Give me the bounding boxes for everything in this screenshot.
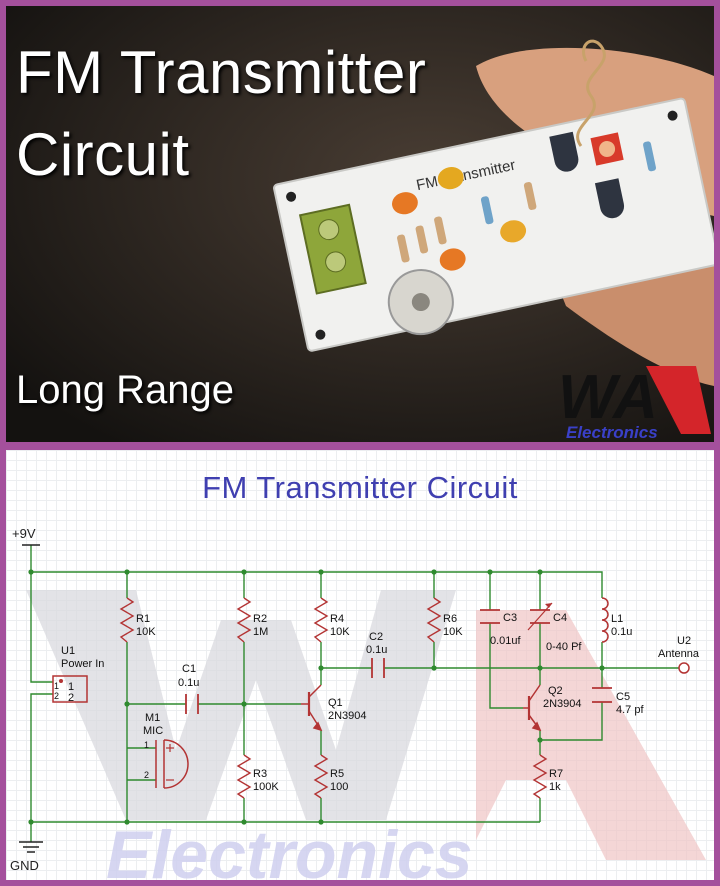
r6-ref: R6 [443, 613, 457, 625]
junctions [28, 569, 605, 825]
c5-ref: C5 [616, 691, 630, 703]
resistor-symbols [119, 597, 548, 799]
brand-logo: WA Electronics [558, 363, 711, 442]
r1-symbol [119, 597, 135, 643]
c2-value: 0.1u [366, 644, 387, 656]
ground-symbol: GND [10, 841, 43, 873]
ground-label: GND [10, 858, 39, 873]
c3-value: 0.01uf [490, 635, 522, 647]
q2-symbol [523, 684, 542, 732]
q1-symbol [301, 684, 323, 732]
schematic-panel: Electronics FM Transmitter Circuit [6, 450, 714, 880]
logo-word: Electronics [566, 423, 658, 442]
m1-pin1: 1 [144, 740, 149, 750]
m1-ref: M1 [145, 712, 160, 724]
r6-symbol [426, 597, 442, 643]
c3-symbol [480, 609, 500, 624]
pcb-board: FM Transmitter [273, 97, 714, 352]
capacitor-symbols [185, 602, 612, 714]
m1-symbol [155, 739, 189, 789]
r7-value: 1k [549, 781, 561, 793]
r3-symbol [236, 754, 252, 799]
photo-title-line2: Circuit [16, 121, 190, 188]
c1-value: 0.1u [178, 677, 199, 689]
u1-value: Power In [61, 658, 104, 670]
r2-ref: R2 [253, 613, 267, 625]
logo-letters: WA [558, 363, 658, 432]
u2-antenna-symbol [678, 662, 690, 674]
r1-ref: R1 [136, 613, 150, 625]
power-symbol: +9V [12, 526, 40, 546]
c5-value: 4.7 pf [616, 704, 644, 716]
product-photo: FM Transmitter [6, 6, 714, 442]
m1-value: MIC [143, 725, 163, 737]
q1-value: 2N3904 [328, 710, 367, 722]
r5-value: 100 [330, 781, 348, 793]
u1-pin2-outer: 2 [54, 691, 59, 701]
c1-symbol [185, 694, 199, 714]
watermark: Electronics [26, 590, 706, 880]
r3-ref: R3 [253, 768, 267, 780]
c5-symbol [592, 687, 612, 703]
r5-symbol [313, 754, 329, 799]
r2-value: 1M [253, 626, 268, 638]
l1-ref: L1 [611, 613, 623, 625]
r4-value: 10K [330, 626, 350, 638]
c2-symbol [371, 658, 385, 678]
q2-ref: Q2 [548, 685, 563, 697]
power-label: +9V [12, 526, 36, 541]
r3-value: 100K [253, 781, 279, 793]
r7-symbol [532, 754, 548, 799]
photo-illustration: FM Transmitter [6, 6, 714, 442]
u1-symbol [52, 675, 88, 703]
schematic-title: FM Transmitter Circuit [202, 470, 518, 505]
r4-symbol [313, 597, 329, 643]
c4-ref: C4 [553, 612, 567, 624]
schematic-diagram: +9V GND R1 10K R2 1M R3 100K R4 10K R5 1… [10, 526, 700, 873]
r6-value: 10K [443, 626, 463, 638]
r7-ref: R7 [549, 768, 563, 780]
photo-subtitle: Long Range [16, 368, 234, 412]
photo-title-line1: FM Transmitter [16, 39, 427, 106]
c4-value: 0-40 Pf [546, 641, 582, 653]
u1-pin1-outer: 1 [54, 681, 59, 691]
q1-ref: Q1 [328, 697, 343, 709]
r1-value: 10K [136, 626, 156, 638]
component-labels: R1 10K R2 1M R3 100K R4 10K R5 100 R6 10… [54, 612, 700, 793]
watermark-text: Electronics [106, 817, 473, 880]
c4-symbol [527, 602, 553, 631]
c2-ref: C2 [369, 631, 383, 643]
u2-ref: U2 [677, 635, 691, 647]
m1-pin2: 2 [144, 770, 149, 780]
u1-ref: U1 [61, 645, 75, 657]
u1-pin1-inner: 1 [68, 681, 74, 693]
r4-ref: R4 [330, 613, 344, 625]
antenna-coil [576, 39, 606, 147]
c1-ref: C1 [182, 663, 196, 675]
u1-pin2-inner: 2 [68, 692, 74, 704]
u2-value: Antenna [658, 648, 700, 660]
wires [30, 545, 680, 842]
l1-symbol [601, 597, 609, 643]
l1-value: 0.1u [611, 626, 632, 638]
c3-ref: C3 [503, 612, 517, 624]
r5-ref: R5 [330, 768, 344, 780]
q2-value: 2N3904 [543, 698, 582, 710]
r2-symbol [236, 597, 252, 643]
